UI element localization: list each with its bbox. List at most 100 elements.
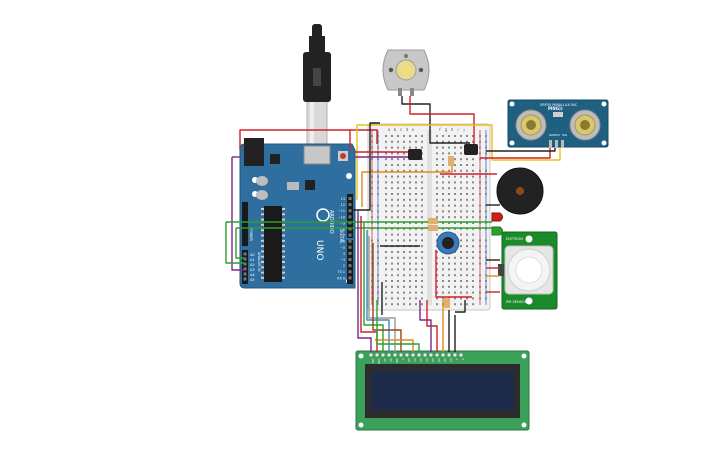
breadboard-hole [460,158,462,161]
breadboard-hole [391,227,393,230]
ultrasonic-ping-label: PING)) [548,106,563,111]
breadboard-hole [448,285,450,288]
rail-hole [377,175,379,178]
breadboard-hole [472,164,474,166]
breadboard-hole [415,187,417,190]
rail-hole [371,181,373,184]
breadboard-hole [460,256,462,259]
analog-pin-label: A4 [250,273,255,277]
breadboard-hole [460,198,462,201]
breadboard-hole [421,198,423,201]
digital-pin-label: RX 0 [337,276,345,280]
breadboard-hole [466,280,468,282]
rail-hole [479,140,481,143]
rail-hole [371,187,373,190]
breadboard-hole [472,198,474,201]
wires [225,96,561,352]
rail-hole [371,262,373,265]
rail-hole [371,227,373,230]
breadboard-hole [421,303,423,306]
breadboard-hole [397,193,399,195]
breadboard-hole [466,297,468,300]
breadboard-hole [448,227,450,230]
breadboard-hole [460,239,462,242]
rail-hole [485,193,487,195]
breadboard-hole [391,198,393,201]
breadboard-hole [421,233,423,236]
breadboard-hole [460,210,462,213]
breadboard-hole [421,251,423,253]
breadboard-hole [448,140,450,143]
breadboard-hole [403,164,405,166]
breadboard-hole [442,204,444,207]
breadboard-hole [397,239,399,242]
breadboard-hole [415,268,417,271]
breadboard-hole [403,169,405,172]
digital-pin-label: ~5 [340,246,345,250]
chip-pin [261,229,264,232]
header-pin [243,262,247,266]
header-pin [348,227,352,231]
breadboard-hole [442,193,444,195]
breadboard-hole [409,198,411,201]
breadboard-hole [448,198,450,201]
chip-pin [261,218,264,221]
breadboard-hole [421,187,423,190]
breadboard-hole [436,297,438,300]
breadboard-hole [421,291,423,294]
header-pin [348,209,352,213]
breadboard-components [408,144,478,308]
header-pin [348,203,352,207]
breadboard-hole [403,280,405,282]
breadboard-hole [448,291,450,294]
rail-hole [371,193,373,195]
breadboard-hole [385,251,387,253]
header-pin [348,215,352,219]
rail-hole [377,181,379,184]
breadboard-hole [415,297,417,300]
breadboard-hole [397,210,399,213]
rail-hole [485,274,487,277]
rail-hole [485,135,487,137]
breadboard-hole [409,297,411,300]
breadboard-hole [391,152,393,155]
breadboard-hole [454,140,456,143]
breadboard-hole [385,280,387,282]
breadboard-hole [385,181,387,184]
chip-pin [282,255,285,258]
rail-hole [479,251,481,253]
lcd-pin-label: K [461,359,464,361]
rail-hole [479,245,481,248]
breadboard-hole [454,274,456,277]
breadboard-hole [415,198,417,201]
breadboard-hole [421,239,423,242]
rail-hole [479,210,481,213]
breadboard-hole [442,227,444,230]
lcd-pin [429,353,434,358]
breadboard-hole [442,268,444,271]
breadboard-hole [391,251,393,253]
breadboard-hole [385,175,387,178]
breadboard-hole [460,233,462,236]
breadboard-hole [403,146,405,149]
breadboard-hole [454,303,456,306]
breadboard-hole [436,140,438,143]
breadboard-hole [454,158,456,161]
rail-hole [485,210,487,213]
header-pin [348,239,352,243]
breadboard-column-letter: d [406,127,409,132]
rail-hole [377,135,379,137]
chip-pin [261,271,264,274]
breadboard-hole [391,274,393,277]
breadboard-hole [397,181,399,184]
lcd-pin-label: D7 [449,359,452,363]
lcd-pin-label: D5 [437,359,440,363]
breadboard-hole [397,268,399,271]
rail-hole [485,239,487,242]
breadboard-hole [466,233,468,236]
rail-hole [371,291,373,294]
breadboard-hole [466,239,468,242]
breadboard-hole [466,169,468,172]
rail-hole [371,204,373,207]
breadboard-hole [448,193,450,195]
